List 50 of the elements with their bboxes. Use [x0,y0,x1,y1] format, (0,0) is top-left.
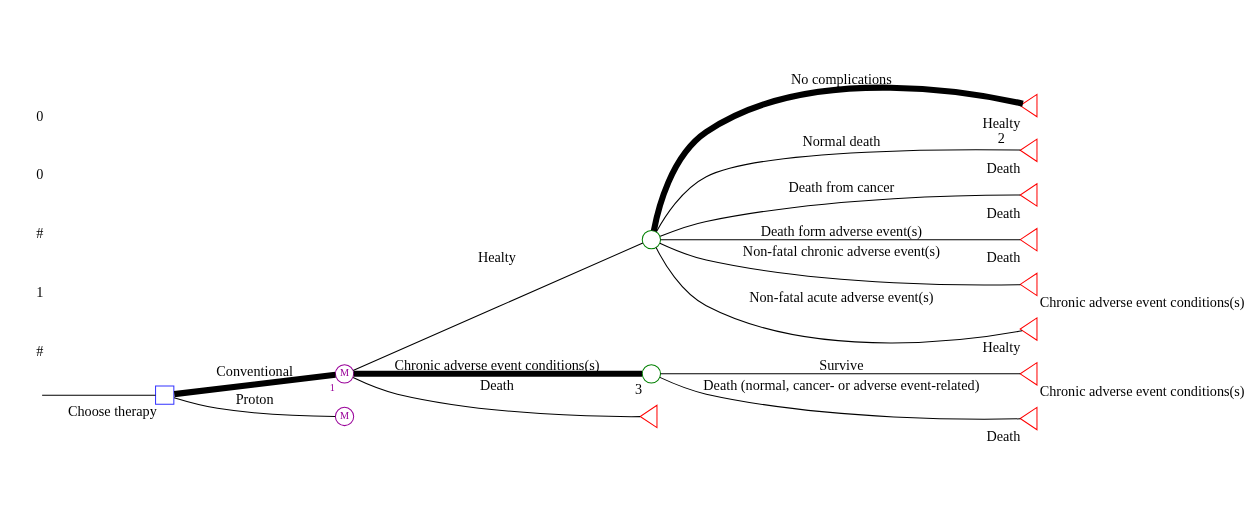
connector [655,247,1023,344]
node-box [155,385,175,405]
edge-label: Non-fatal acute adverse event(s) [749,288,934,305]
edge-label: Death (normal, cancer- or adverse event-related) [703,377,980,394]
edge-label: Death from cancer [788,179,895,196]
label: 0 [36,107,44,124]
connector [659,194,1021,237]
node-label: Death [986,159,1021,176]
connector [173,371,336,398]
connector [655,149,1021,233]
edge-label: Death [479,377,514,394]
edge-label: Chronic adverse event conditions(s) [394,356,600,373]
node-circle [641,230,662,250]
edge-label: Non-fatal chronic adverse event(s) [742,243,940,260]
node-label: Chronic adverse event conditions(s) [1039,383,1245,400]
edge-label: Proton [235,391,274,408]
edge-label: Healty [477,249,516,266]
node-label: Death [986,204,1021,221]
node-label: Chronic adverse event conditions(s) [1039,293,1245,310]
connector [650,84,1024,232]
node-triangle [639,404,658,429]
connector [353,370,643,377]
connector [659,376,1021,420]
edge-label: Death form adverse event(s) [760,222,923,239]
label: 0 [36,166,44,183]
node-label: Death [986,249,1021,266]
connector [352,377,641,418]
connector [173,397,336,417]
label: # [36,225,44,242]
edge-label: Conventional [216,363,293,380]
node-label: Healty [982,115,1021,132]
edge-label: Survive [819,356,864,373]
connector [660,373,1021,375]
connector [660,239,1021,241]
connector [659,242,1021,286]
node-label: Healty [982,338,1021,355]
connector [352,242,644,371]
label: # [36,343,44,360]
node-label: 3 [635,381,643,398]
node-circle [641,364,662,384]
node-circle: M [334,406,355,427]
edge-label: No complications [791,71,892,88]
node-label: Death [986,428,1021,445]
label: 1 [36,284,44,301]
node-label: Choose therapy [67,402,157,419]
connector [41,394,156,396]
node-label: 1 [329,382,335,394]
edge-label: Normal death [802,133,881,150]
node-circle: M [334,364,355,384]
node-label: 2 [997,130,1005,147]
